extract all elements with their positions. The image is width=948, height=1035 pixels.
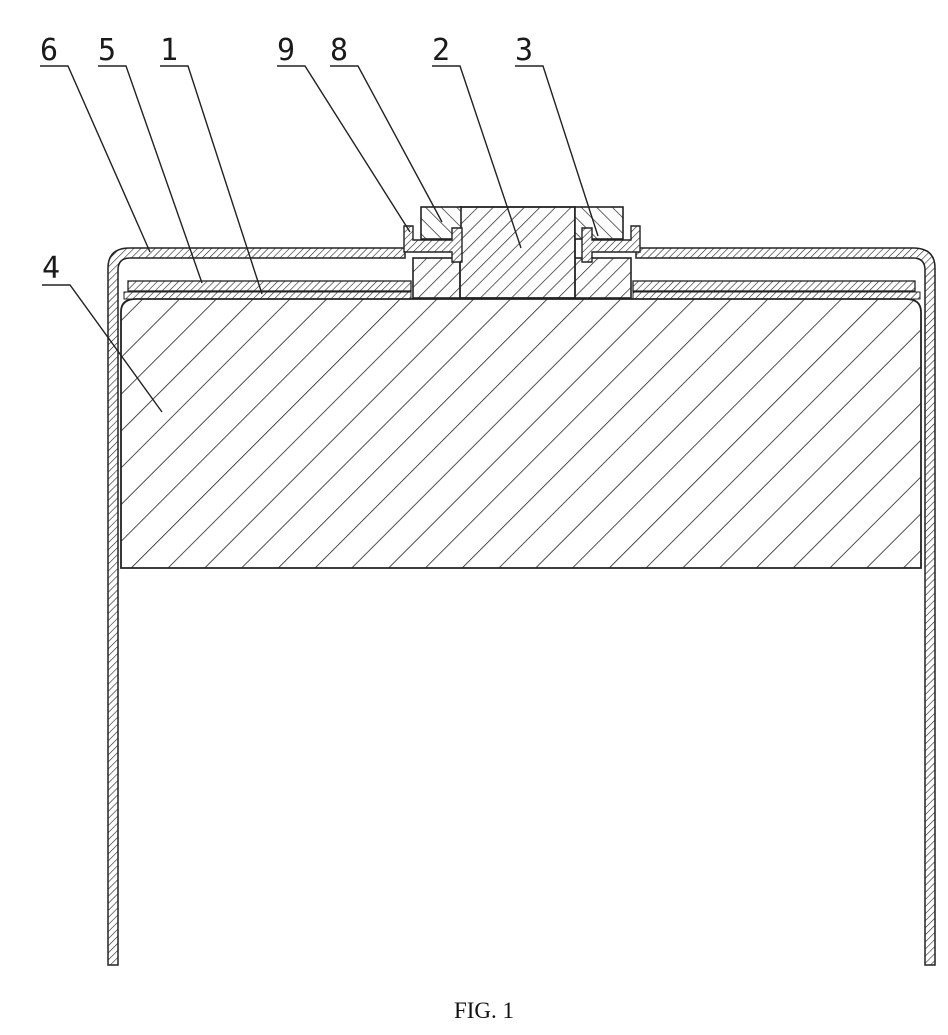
leader-line-6 xyxy=(40,66,150,252)
figure-caption: FIG. 1 xyxy=(454,998,514,1023)
label-1: 1 xyxy=(160,33,178,68)
top-plate-part-5-left xyxy=(128,281,411,291)
insulator-part-1-left xyxy=(124,292,411,299)
label-3: 3 xyxy=(515,33,533,68)
insulator-part-1-right xyxy=(633,292,920,299)
core-part-4 xyxy=(121,299,921,568)
label-2: 2 xyxy=(432,33,450,68)
leader-line-1 xyxy=(160,66,262,294)
leader-line-9 xyxy=(277,66,410,232)
label-6: 6 xyxy=(40,33,58,68)
leader-line-8 xyxy=(330,66,442,222)
label-5: 5 xyxy=(98,33,116,68)
label-8: 8 xyxy=(330,33,348,68)
terminal-post-part-2 xyxy=(460,207,575,298)
label-4: 4 xyxy=(42,251,60,286)
label-9: 9 xyxy=(277,33,295,68)
top-plate-part-5-right xyxy=(633,281,915,291)
